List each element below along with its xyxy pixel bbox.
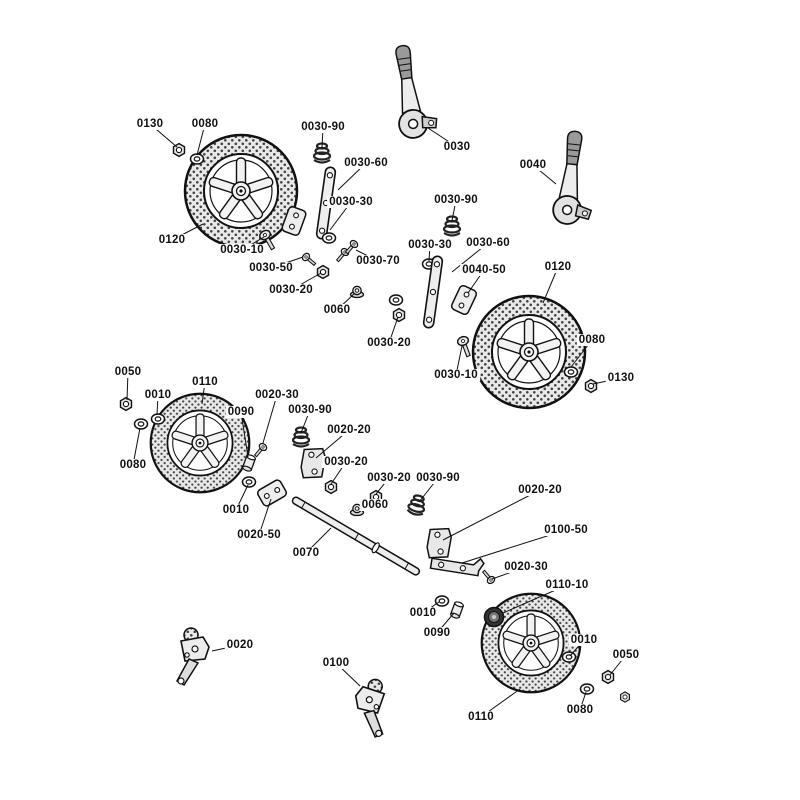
part-label-0030-50: 0030-50 [247, 262, 295, 274]
leader-line-0020-20 [442, 489, 541, 541]
part-label-0030-10: 0030-10 [218, 244, 266, 256]
part-label-0020-30: 0020-30 [502, 561, 550, 573]
part-label-0030-20: 0030-20 [365, 337, 413, 349]
part-label-0020-20: 0020-20 [325, 424, 373, 436]
part-label-0030-90: 0030-90 [299, 121, 347, 133]
part-label-0030-10: 0030-10 [432, 369, 480, 381]
part-label-0030-30: 0030-30 [327, 196, 375, 208]
part-label-0030-20: 0030-20 [365, 472, 413, 484]
leader-line-0090 [240, 411, 249, 458]
part-label-0030-20: 0030-20 [322, 456, 370, 468]
part-label-0030-90: 0030-90 [432, 194, 480, 206]
part-label-0130: 0130 [605, 372, 637, 384]
part-label-0020: 0020 [224, 639, 256, 651]
part-label-0010: 0010 [220, 504, 252, 516]
part-label-0120: 0120 [156, 234, 188, 246]
leader-line-0120 [542, 266, 559, 304]
part-label-0110: 0110 [190, 376, 220, 388]
part-label-0100: 0100 [320, 657, 352, 669]
part-label-0030-70: 0030-70 [354, 255, 402, 267]
part-label-0030-20: 0030-20 [267, 284, 315, 296]
part-label-0040: 0040 [517, 159, 549, 171]
part-label-0080: 0080 [576, 334, 608, 346]
part-label-0020-50: 0020-50 [235, 529, 283, 541]
part-label-0110-10: 0110-10 [543, 579, 591, 591]
leader-line-0080 [132, 427, 141, 466]
part-label-0090: 0090 [225, 406, 257, 418]
part-label-0090: 0090 [421, 627, 453, 639]
axle-rod-0070 [291, 496, 421, 576]
part-label-0010: 0010 [407, 607, 439, 619]
part-label-0110: 0110 [466, 711, 496, 723]
part-label-0080: 0080 [564, 704, 596, 716]
part-label-0070: 0070 [290, 547, 322, 559]
part-label-0010: 0010 [142, 389, 174, 401]
part-label-0130: 0130 [134, 118, 166, 130]
part-label-0030-90: 0030-90 [414, 472, 462, 484]
part-label-0080: 0080 [189, 118, 221, 130]
part-label-0120: 0120 [542, 261, 574, 273]
part-label-0030-60: 0030-60 [464, 237, 512, 249]
part-label-0100-50: 0100-50 [542, 524, 590, 536]
part-label-0030-60: 0030-60 [342, 157, 390, 169]
leader-line-0020-30 [262, 394, 278, 444]
part-label-0080: 0080 [117, 459, 149, 471]
part-label-0020-30: 0020-30 [253, 389, 301, 401]
part-label-0060: 0060 [321, 304, 353, 316]
part-label-0030: 0030 [441, 141, 473, 153]
part-label-0010: 0010 [568, 634, 600, 646]
part-label-0050: 0050 [112, 366, 144, 378]
part-label-0050: 0050 [610, 649, 642, 661]
part-label-0030-90: 0030-90 [286, 404, 334, 416]
part-label-0030-30: 0030-30 [406, 239, 454, 251]
part-label-0040-50: 0040-50 [460, 264, 508, 276]
part-label-0020-20: 0020-20 [516, 484, 564, 496]
part-label-0060: 0060 [359, 499, 391, 511]
